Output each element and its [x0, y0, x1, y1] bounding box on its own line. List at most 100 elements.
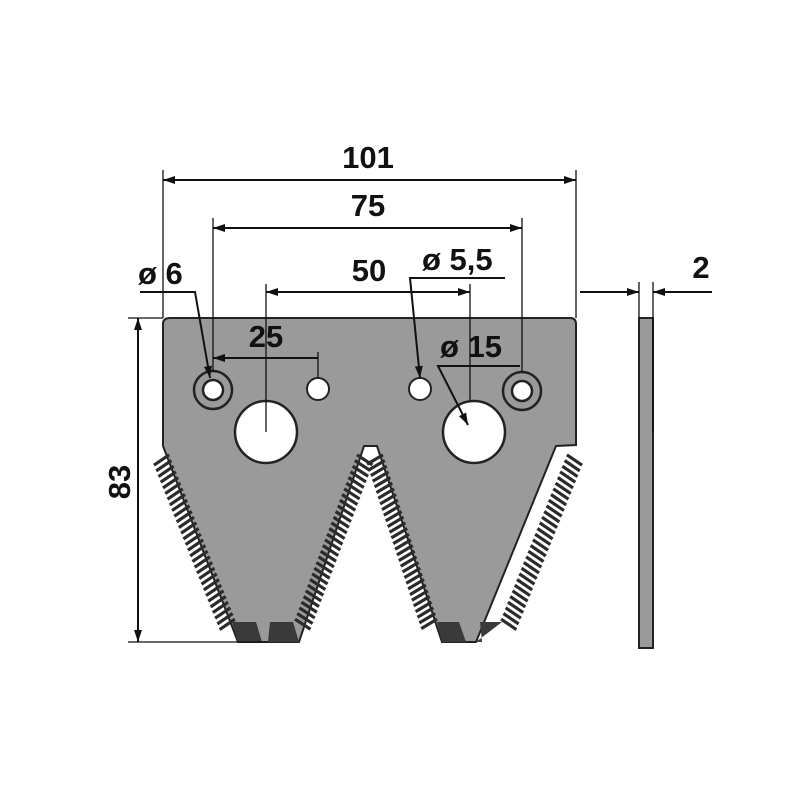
serration-tooth	[328, 527, 346, 540]
side-view-plate	[638, 317, 654, 649]
serration-tooth	[522, 561, 540, 575]
serration-tooth	[211, 600, 229, 614]
serration-tooth	[405, 572, 423, 585]
serration-tooth	[368, 459, 386, 472]
serration-tooth	[187, 538, 205, 552]
extension-lines	[128, 170, 654, 643]
serration-tooth	[164, 481, 182, 495]
height-label: 83	[102, 465, 137, 499]
serration-tooth	[416, 606, 435, 619]
serration-tooth	[398, 549, 416, 562]
serration-tooth	[531, 538, 549, 552]
serration-tooth	[396, 544, 414, 557]
serration-tooth	[313, 566, 331, 580]
small-hole-diameter-label: ø 6	[138, 256, 183, 291]
serration-tooth	[153, 453, 171, 467]
hole-offset-label: 25	[249, 319, 283, 354]
serration-tooth	[332, 515, 350, 529]
serration-tooth	[399, 555, 418, 568]
serration-tooth	[345, 481, 363, 495]
serration-tooth	[341, 493, 359, 506]
small-hole-right	[510, 379, 534, 403]
serration-tooth	[502, 612, 520, 626]
serration-tooth	[173, 504, 191, 518]
serration-tooth	[401, 561, 420, 574]
serration-tooth	[412, 595, 431, 608]
tiny-hole-left	[306, 377, 330, 401]
tiny-hole-diameter-label: ø 5,5	[422, 242, 493, 277]
serration-tooth	[209, 595, 227, 609]
serration-tooth	[330, 521, 348, 535]
serration-tooth	[554, 481, 572, 495]
serration-tooth	[166, 487, 184, 501]
serration-tooth	[565, 453, 583, 467]
serration-tooth	[294, 617, 312, 631]
serration-tooth	[511, 589, 529, 603]
serration-tooth	[162, 476, 180, 490]
serration-tooth	[168, 493, 186, 507]
serration-tooth	[159, 470, 177, 484]
serration-tooth	[386, 515, 405, 528]
serration-tooth	[371, 470, 390, 483]
serration-tooth	[218, 617, 236, 631]
inner-spacing-label: 50	[352, 253, 386, 288]
serration-tooth	[383, 504, 401, 517]
serration-tooth	[403, 566, 422, 579]
serration-tooth	[543, 510, 561, 524]
serration-tooth	[377, 487, 395, 500]
serration-tooth	[409, 583, 427, 596]
serration-tooth	[536, 527, 554, 541]
serration-tooth	[561, 464, 579, 478]
serration-tooth	[319, 549, 337, 563]
serration-tooth	[336, 504, 355, 518]
serration-tooth	[388, 521, 407, 534]
serration-tooth	[300, 600, 318, 614]
serration-tooth	[373, 476, 392, 489]
serration-tooth	[547, 498, 565, 512]
serration-tooth	[541, 515, 559, 529]
serration-tooth	[155, 459, 173, 473]
serration-tooth	[184, 532, 202, 546]
serration-tooth	[507, 600, 525, 614]
serration-tooth	[351, 464, 369, 478]
serration-tooth	[326, 532, 344, 546]
serration-tooth	[366, 453, 384, 466]
serrated-edges	[153, 453, 583, 631]
serration-tooth	[529, 544, 547, 558]
serration-tooth	[296, 612, 314, 625]
serration-tooth	[196, 561, 214, 575]
serration-tooth	[349, 470, 367, 484]
large-hole-right	[441, 399, 507, 465]
serration-tooth	[420, 617, 438, 630]
serration-tooth	[418, 612, 437, 625]
serration-tooth	[370, 464, 388, 477]
serration-tooth	[516, 578, 534, 592]
serration-tooth	[214, 606, 232, 620]
serration-tooth	[414, 600, 433, 613]
serration-tooth	[563, 459, 581, 473]
serration-tooth	[525, 555, 543, 569]
large-hole-diameter-label: ø 15	[440, 329, 502, 364]
serration-tooth	[338, 498, 357, 512]
serration-tooth	[538, 521, 556, 535]
serration-tooth	[384, 510, 403, 523]
serration-tooth	[500, 617, 518, 631]
serration-tooth	[321, 544, 340, 557]
serration-tooth	[379, 493, 397, 506]
serration-tooth	[550, 493, 568, 507]
dimension-lines	[134, 176, 712, 642]
serration-tooth	[343, 487, 361, 501]
serration-tooth	[177, 515, 195, 529]
serration-tooth	[311, 572, 329, 586]
serration-tooth	[390, 527, 409, 540]
serration-tooth	[552, 487, 570, 501]
serration-tooth	[407, 578, 425, 591]
serration-tooth	[347, 476, 365, 489]
dimension-labels: 101 75 50 25 ø 6 ø 5,5 ø 15 2 83	[102, 140, 710, 499]
serration-tooth	[202, 578, 220, 592]
serration-tooth	[189, 544, 207, 558]
small-hole-left	[201, 378, 225, 402]
serration-tooth	[200, 572, 218, 586]
serration-tooth	[207, 589, 225, 603]
